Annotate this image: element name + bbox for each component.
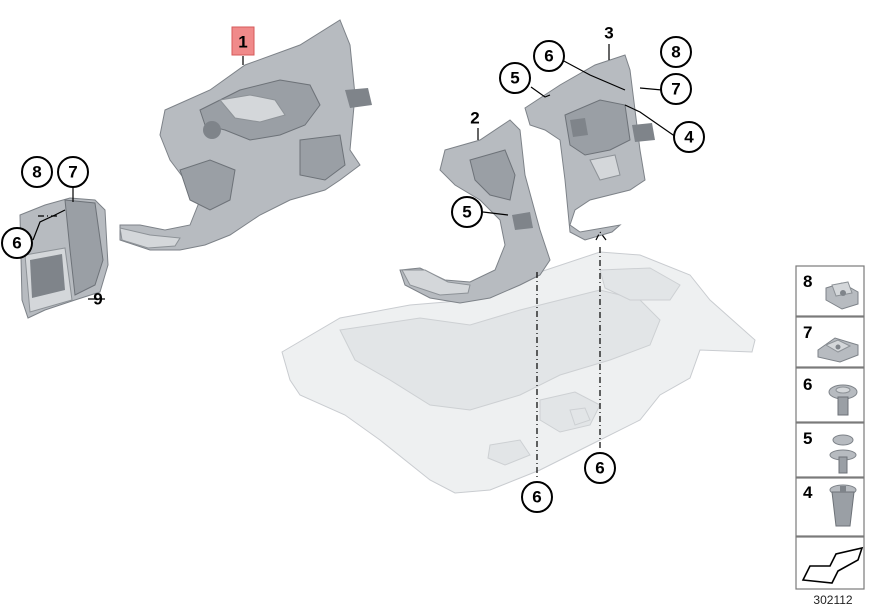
part-1-highlight <box>231 26 255 56</box>
svg-text:6: 6 <box>12 234 21 253</box>
svg-text:6: 6 <box>803 375 812 394</box>
svg-text:8: 8 <box>671 43 680 62</box>
callout-7-left: 7 <box>57 156 89 188</box>
svg-text:4: 4 <box>803 483 813 502</box>
callout-8-top: 8 <box>660 36 692 68</box>
callout-8-left: 8 <box>21 156 53 188</box>
direction-arrow-icon <box>801 546 864 584</box>
callout-6-left: 6 <box>1 227 33 259</box>
part-1-shield <box>119 19 372 251</box>
svg-text:6: 6 <box>544 47 553 66</box>
underbody-shield <box>281 251 756 494</box>
callout-7-top: 7 <box>660 73 692 105</box>
leader-lines <box>32 59 677 480</box>
expanding-rivet-icon <box>832 434 854 446</box>
legend-item-7: 7 <box>795 316 865 368</box>
callout-5-top: 5 <box>499 62 531 94</box>
fastener-legend: 8 7 6 5 4 <box>795 265 865 590</box>
callout-1-label: 1 <box>238 33 247 52</box>
legend-item-arrow <box>795 536 865 590</box>
svg-text:8: 8 <box>803 272 812 291</box>
callout-3-label: 3 <box>604 24 613 43</box>
callout-2-label: 2 <box>470 109 479 128</box>
legend-item-8: 8 <box>795 265 865 317</box>
reference-number: 302112 <box>813 593 852 607</box>
part-2-shield <box>399 119 551 304</box>
svg-text:7: 7 <box>68 163 77 182</box>
callout-6-bottom-left: 6 <box>521 481 553 513</box>
callout-6-bottom-right: 6 <box>584 452 616 484</box>
part-9-duct <box>19 197 109 319</box>
svg-text:7: 7 <box>803 323 812 342</box>
svg-text:6: 6 <box>532 488 541 507</box>
legend-item-5: 5 <box>795 422 865 478</box>
svg-text:8: 8 <box>32 163 41 182</box>
svg-text:6: 6 <box>595 459 604 478</box>
svg-text:5: 5 <box>510 69 519 88</box>
part-3-shield <box>524 54 655 241</box>
svg-text:5: 5 <box>462 203 471 222</box>
legend-item-4: 4 <box>795 477 865 537</box>
svg-text:7: 7 <box>671 80 680 99</box>
callout-4: 4 <box>673 121 705 153</box>
legend-item-6: 6 <box>795 367 865 423</box>
svg-text:4: 4 <box>684 128 694 147</box>
callout-9-label: 9 <box>93 290 102 309</box>
callout-5-mid: 5 <box>451 196 483 228</box>
svg-text:5: 5 <box>803 429 812 448</box>
callout-6-top: 6 <box>533 40 565 72</box>
